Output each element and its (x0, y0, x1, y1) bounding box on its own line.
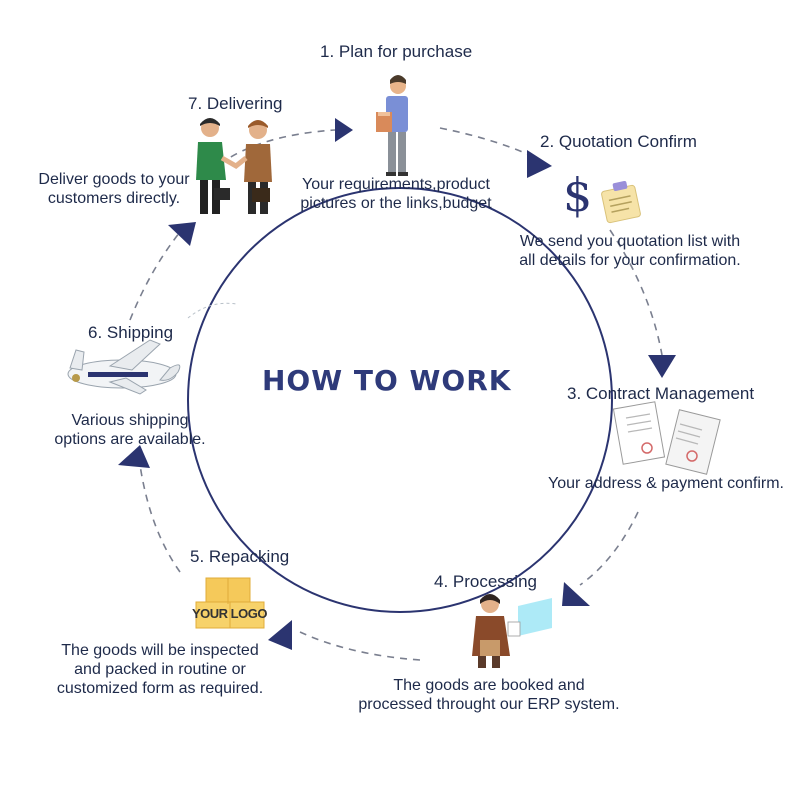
person-box-icon (376, 75, 408, 176)
step-4-description-line: The goods are booked and (393, 677, 585, 694)
step-4-description-line: processed throught our ERP system. (358, 696, 620, 713)
step-6-label: 6. Shipping (88, 323, 174, 342)
dashed-arc-2-3 (609, 229, 663, 356)
box-icon (195, 577, 265, 629)
dashed-arc-5-6 (139, 464, 181, 573)
step-6-description-line: Various shipping (71, 412, 189, 429)
step-4-description: The goods are booked and processed throu… (350, 676, 628, 714)
step-7-description-line: Deliver goods to your (38, 171, 190, 188)
step-1-description-line: pictures or the links,budget (300, 195, 492, 212)
step-2-description-line: all details for your confirmation. (519, 252, 741, 269)
arrowhead-5-6 (118, 445, 150, 468)
step-3-description-line: Your address & payment confirm. (548, 475, 784, 492)
step-3-label: 3. Contract Management (567, 384, 755, 403)
dollar-icon: $ (563, 168, 593, 222)
step-5-description-line: and packed in routine or (74, 661, 246, 678)
logo-placeholder: YOUR LOGO (192, 606, 267, 621)
step-2-description-line: We send you quotation list with (519, 233, 741, 250)
diagram-title: HOW TO WORK (262, 364, 512, 397)
arrowhead-6-7 (168, 222, 196, 246)
step-2-label: 2. Quotation Confirm (540, 132, 697, 151)
step-5-label: 5. Repacking (190, 547, 290, 566)
step-6-description: Various shipping options are available. (50, 411, 210, 449)
arrowhead-3-4 (562, 582, 590, 606)
arrowhead-7-1 (335, 118, 353, 142)
step-5-description-line: The goods will be inspected (61, 642, 259, 659)
clipboard-icon (601, 181, 641, 224)
step-5-description-line: customized form as required. (56, 680, 264, 697)
main-circle (187, 187, 613, 613)
step-7-description: Deliver goods to your customers directly… (28, 170, 200, 208)
handshake-icon (196, 118, 272, 214)
step-1-label: 1. Plan for purchase (320, 42, 473, 61)
dashed-arc-3-4 (579, 511, 639, 586)
contract-documents-icon (612, 401, 721, 475)
step-6-description-line: options are available. (54, 431, 206, 448)
arrowheads (118, 118, 676, 650)
arrowhead-1-2 (527, 150, 552, 178)
worker-icon (472, 594, 552, 668)
dashed-arc-1-2 (439, 127, 541, 161)
step-1-description: Your requirements,product pictures or th… (290, 175, 502, 213)
step-1-description-line: Your requirements,product (302, 176, 490, 193)
arrowhead-2-3 (648, 355, 676, 378)
step-5-description: The goods will be inspected and packed i… (46, 641, 274, 698)
step-4-label: 4. Processing (434, 572, 537, 591)
dashed-arc-7-1 (219, 129, 336, 165)
dashed-arc-6-7 (129, 231, 181, 321)
dashed-arc-4-5 (299, 631, 421, 661)
step-3-description: Your address & payment confirm. (538, 474, 794, 493)
airplane-icon (67, 302, 237, 395)
step-7-label: 7. Delivering (188, 94, 283, 113)
arrowhead-4-5 (268, 620, 292, 650)
step-2-description: We send you quotation list with all deta… (506, 232, 754, 270)
step-7-description-line: customers directly. (47, 190, 181, 207)
